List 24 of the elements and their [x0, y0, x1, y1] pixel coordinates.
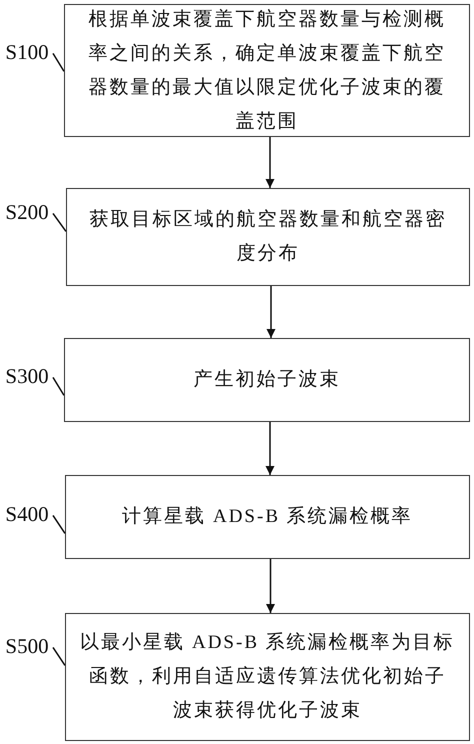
leader-line	[52, 212, 67, 232]
step-number: S200	[5, 200, 49, 224]
arrow	[266, 286, 276, 338]
step-text: 以最小星载 ADS-B 系统漏检概率为目标函数，利用自适应遗传算法优化初始子波束获得优化子波束	[80, 631, 455, 723]
process-box	[64, 4, 470, 137]
process-box	[65, 613, 470, 741]
leader-line	[52, 377, 65, 396]
step-text: 计算星载 ADS-B 系统漏检概率	[122, 505, 413, 529]
step-text: 根据单波束覆盖下航空器数量与检测概率之间的关系，确定单波束覆盖下航空器数量的最大值以限定优化子波束的覆盖范围	[88, 8, 446, 134]
step-text: 产生初始子波束	[194, 368, 340, 392]
leader-line	[52, 514, 66, 534]
process-box	[66, 188, 470, 286]
step-text: 获取目标区域的航空器数量和航空器密度分布	[88, 208, 448, 266]
arrow	[266, 559, 275, 613]
step-number: S400	[5, 502, 49, 526]
step-number: S500	[5, 634, 49, 658]
arrow	[266, 137, 274, 188]
step-number: S100	[5, 40, 49, 64]
leader-line	[52, 646, 66, 666]
arrow	[266, 422, 274, 475]
leader-line	[52, 53, 65, 72]
process-box	[64, 338, 470, 422]
step-number: S300	[5, 364, 49, 388]
process-box	[65, 475, 470, 559]
